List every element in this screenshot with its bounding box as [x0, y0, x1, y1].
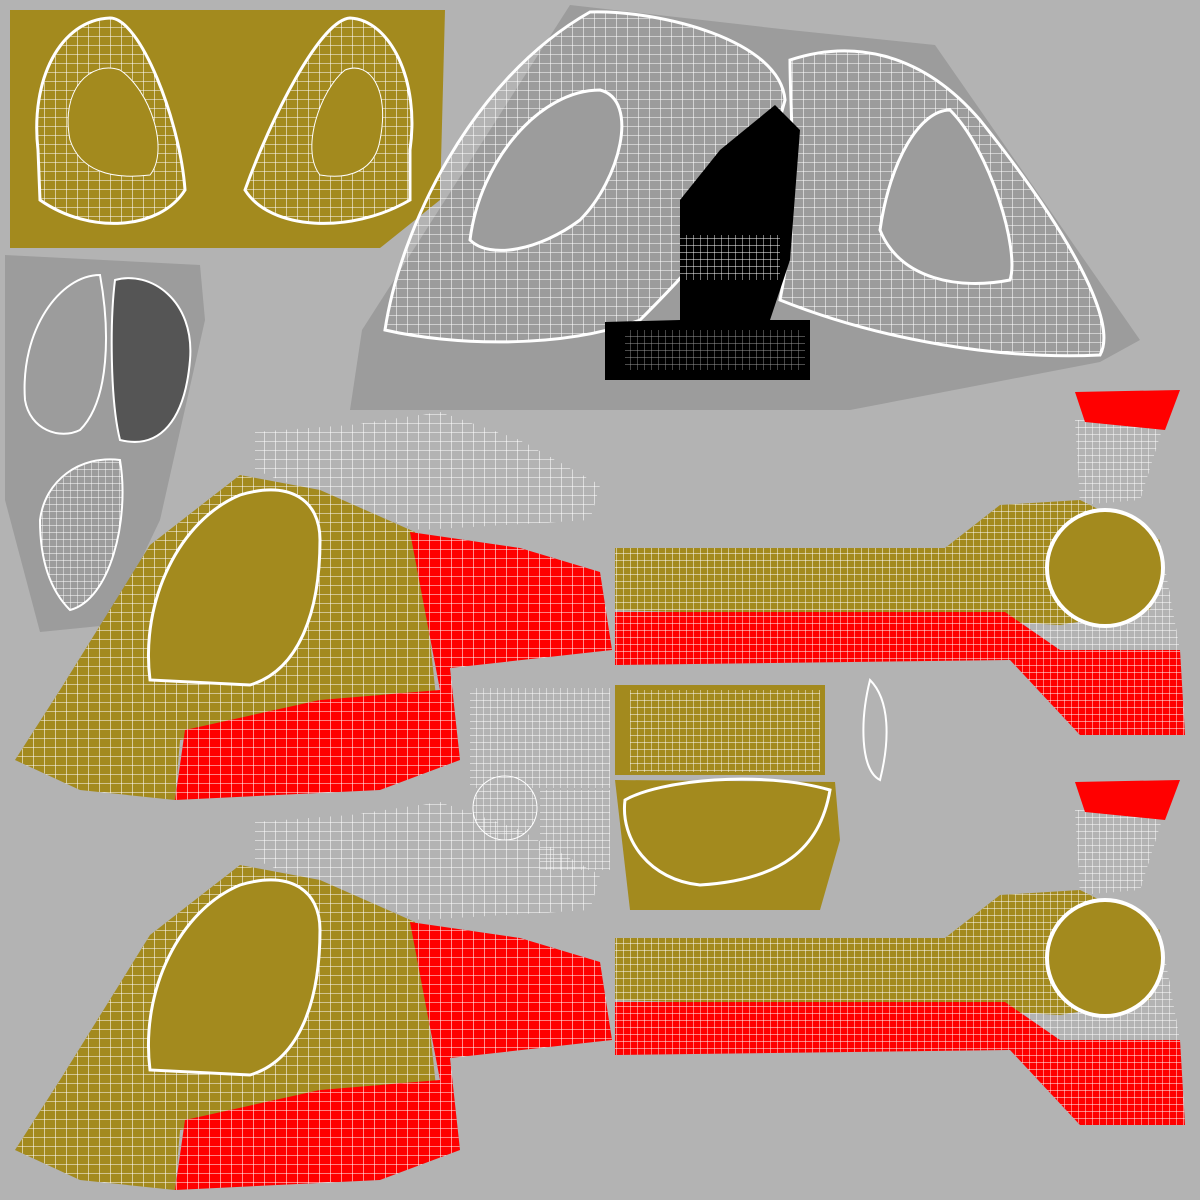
interior-grey-panel [5, 255, 205, 632]
canopy-panel [10, 10, 445, 248]
black-panel-wire [680, 235, 780, 280]
misc-parts [470, 678, 888, 910]
cabin-side-panels [350, 5, 1140, 410]
black-panel-wire-2 [625, 330, 805, 370]
